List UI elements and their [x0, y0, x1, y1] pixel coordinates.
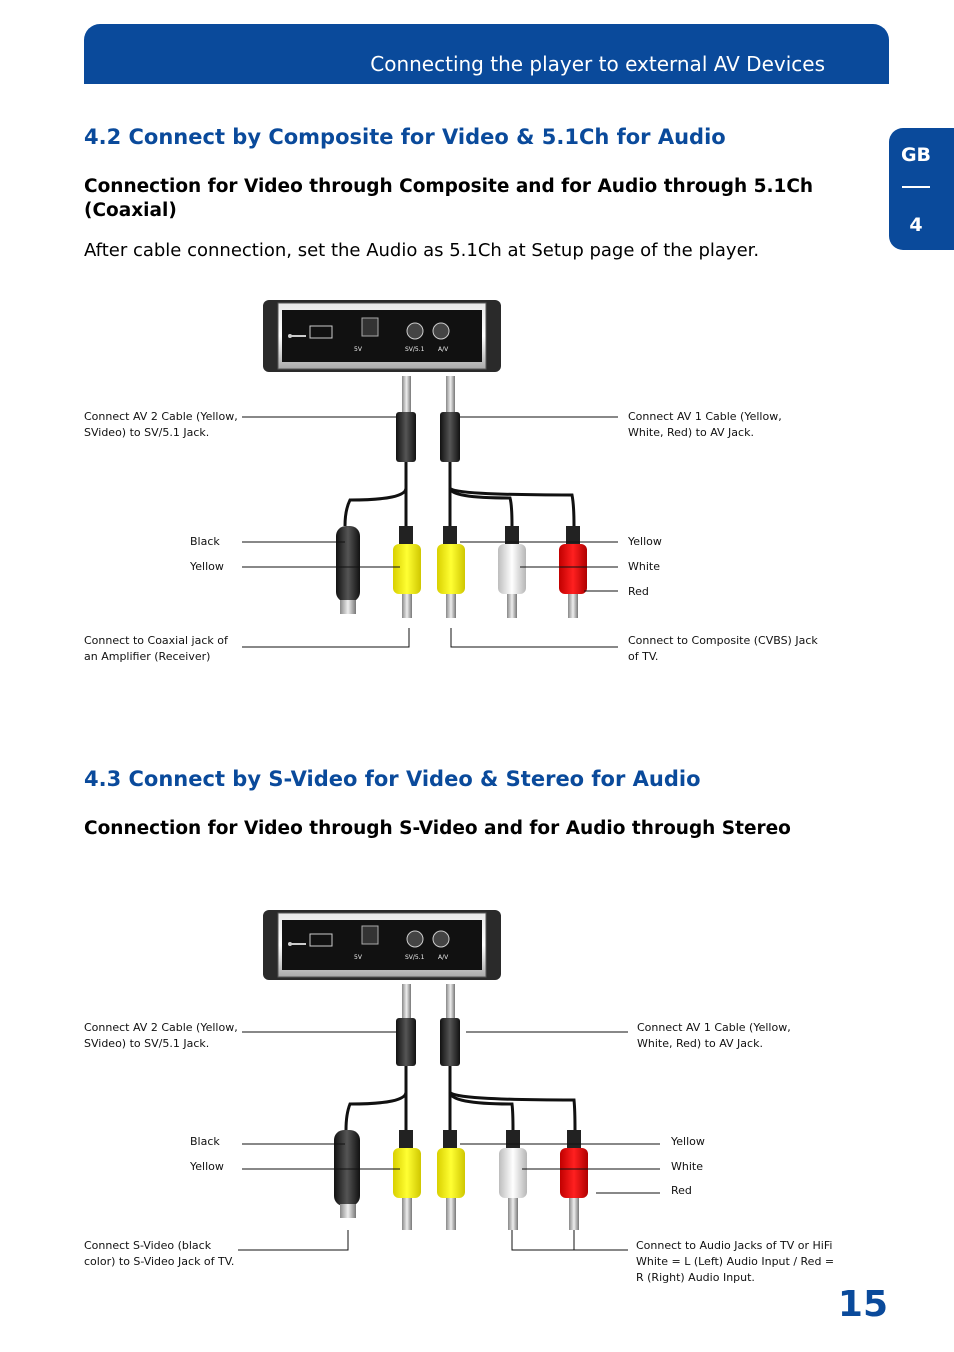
av1-plug [440, 984, 460, 1066]
callout-yellow-right: Yellow [628, 535, 662, 548]
player-device: 5V SV/5.1 A/V [263, 300, 501, 372]
callout-av2-cable: Connect AV 2 Cable (Yellow, SVideo) to S… [84, 410, 238, 439]
callout-av1-cable: Connect AV 1 Cable (Yellow, White, Red) … [628, 410, 782, 439]
callout-audio-jacks: Connect to Audio Jacks of TV or HiFi Whi… [636, 1239, 835, 1284]
svideo-plug-black [334, 1130, 360, 1218]
rca-plug-white [498, 526, 526, 618]
player-device: 5V SV/5.1 A/V [263, 910, 501, 980]
svideo-plug-black [336, 526, 360, 614]
av2-plug [396, 984, 416, 1066]
av-jack [432, 322, 450, 340]
callout-red: Red [628, 585, 649, 598]
leader-lines [238, 1031, 660, 1251]
power-port [361, 925, 379, 945]
rca-plug-yellow-right [437, 1130, 465, 1230]
side-tab: GB 4 [889, 128, 954, 250]
rca-plug-white [499, 1130, 527, 1230]
connection-diagram-composite: 5V SV/5.1 A/V [242, 300, 618, 648]
section-42-note: After cable connection, set the Audio as… [84, 240, 760, 261]
callout-coaxial-amplifier: Connect to Coaxial jack of an Amplifier … [84, 634, 228, 663]
header-bar: Connecting the player to external AV Dev… [84, 24, 889, 84]
callout-white: White [671, 1160, 703, 1173]
rca-plug-red [560, 1130, 588, 1230]
cables [344, 1066, 577, 1131]
device-label-sv51: SV/5.1 [405, 346, 425, 353]
callout-black: Black [190, 1135, 220, 1148]
usb-icon [288, 334, 306, 338]
power-port [361, 317, 379, 337]
sv-jack [406, 322, 424, 340]
rca-plug-red [559, 526, 587, 618]
device-label-av: A/V [438, 346, 449, 353]
usb-icon [288, 942, 306, 946]
connection-diagram-svideo: 5V SV/5.1 A/V [238, 910, 660, 1251]
rca-plug-yellow-left [393, 526, 421, 618]
section-43-heading: 4.3 Connect by S-Video for Video & Stere… [84, 767, 701, 791]
section-42-heading: 4.2 Connect by Composite for Video & 5.1… [84, 125, 726, 149]
side-tab-language: GB [900, 144, 932, 166]
mini-usb-port [309, 325, 333, 339]
device-label-5v: 5V [354, 346, 363, 353]
callout-av1-cable: Connect AV 1 Cable (Yellow, White, Red) … [637, 1021, 791, 1050]
callout-yellow-left: Yellow [190, 1160, 224, 1173]
av-jack [432, 930, 450, 948]
callout-composite-tv: Connect to Composite (CVBS) Jack of TV. [628, 634, 818, 663]
rca-plug-yellow-right [437, 526, 465, 618]
page-number: 15 [837, 1284, 888, 1325]
device-label-5v: 5V [354, 954, 363, 961]
side-tab-chapter: 4 [909, 214, 923, 236]
rca-plug-yellow-left [393, 1130, 421, 1230]
device-label-av: A/V [438, 954, 449, 961]
callout-av2-cable: Connect AV 2 Cable (Yellow, SVideo) to S… [84, 1021, 238, 1050]
callout-svideo-tv: Connect S-Video (black color) to S-Video… [84, 1239, 235, 1268]
callout-yellow-left: Yellow [190, 560, 224, 573]
side-tab-divider [902, 186, 930, 188]
callout-black: Black [190, 535, 220, 548]
section-42-subheading: Connection for Video through Composite a… [84, 176, 814, 221]
callout-red: Red [671, 1184, 692, 1197]
callout-yellow-right: Yellow [671, 1135, 705, 1148]
leader-lines [242, 416, 618, 648]
section-43-subheading: Connection for Video through S-Video and… [84, 818, 791, 839]
callout-white: White [628, 560, 660, 573]
av2-plug [396, 376, 416, 462]
device-label-sv51: SV/5.1 [405, 954, 425, 961]
mini-usb-port [309, 933, 333, 947]
av1-plug [440, 376, 460, 462]
sv-jack [406, 930, 424, 948]
cables [343, 462, 576, 527]
header-title: Connecting the player to external AV Dev… [370, 52, 825, 76]
